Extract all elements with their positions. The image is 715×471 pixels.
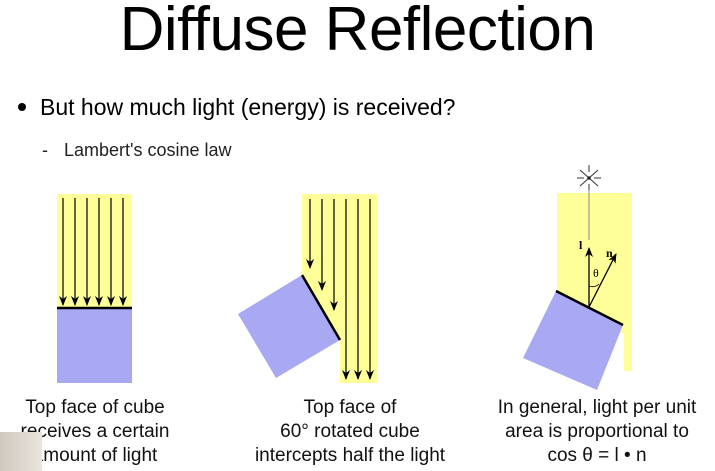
light-source-icon [577,165,601,190]
light-rays [59,198,127,306]
webcam-overlay [0,432,42,471]
normal-vector-n [588,253,617,308]
cube [238,275,340,378]
sub-bullet-text: Lambert's cosine law [64,140,232,160]
top-face [300,274,342,341]
bullet-dot [18,102,26,111]
diagram-flat-cube [57,194,132,383]
bullet-item: But how much light (energy) is received? [18,94,455,121]
sub-bullet-item: -Lambert's cosine law [42,140,232,160]
cube [57,308,132,383]
surface [555,289,624,327]
cube [523,291,623,390]
label-l: l [579,238,583,252]
diagram-general: l n θ [523,165,632,390]
light-rays [306,199,374,380]
light-beam [57,194,132,308]
angle-arc [588,283,600,288]
label-theta: θ [593,266,599,280]
diagram-rotated-cube [238,194,377,383]
label-n: n [606,246,613,260]
bullet-text: But how much light (energy) is received? [40,94,456,120]
slide-title: Diffuse Reflection [119,0,596,64]
